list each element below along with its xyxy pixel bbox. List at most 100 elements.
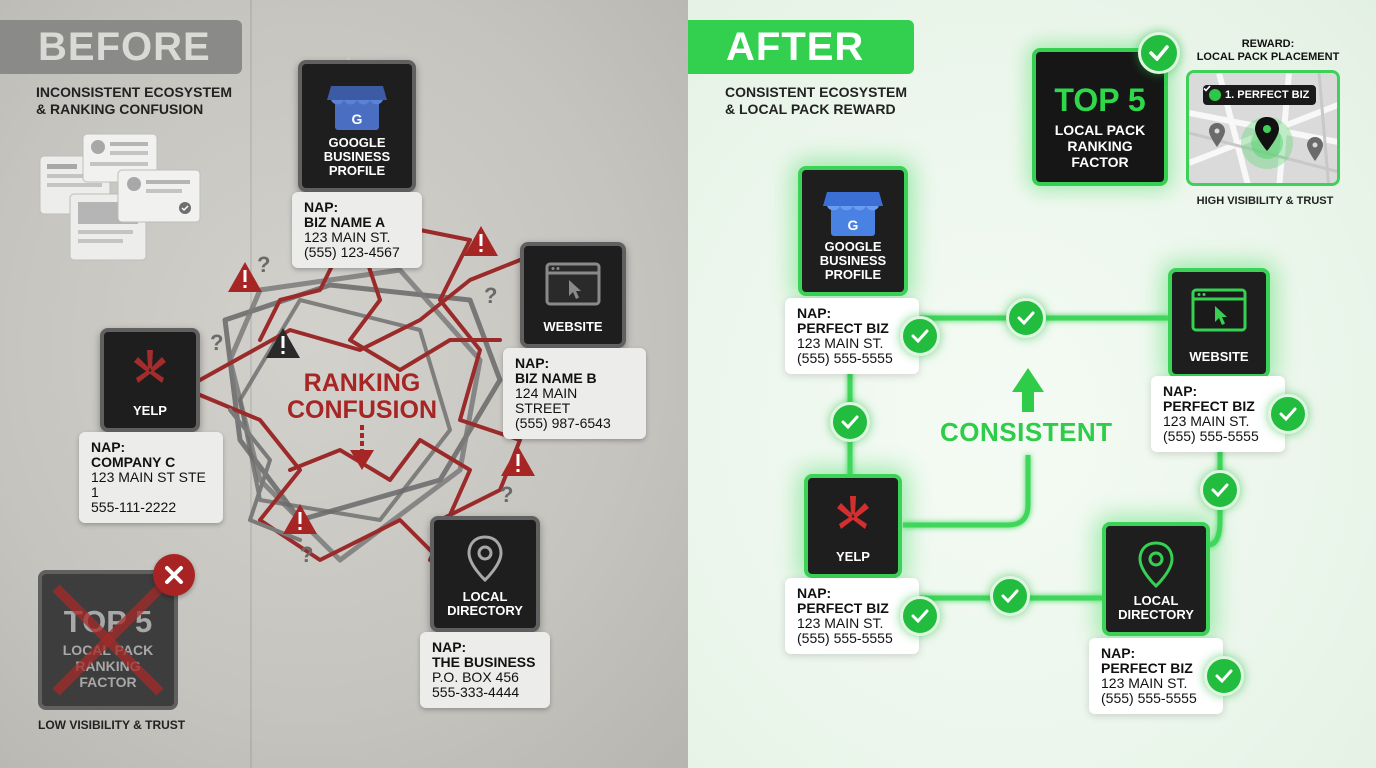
nap-card-yelp: NAP: PERFECT BIZ 123 MAIN ST. (555) 555-… bbox=[785, 578, 919, 654]
after-title: AFTER bbox=[688, 20, 914, 74]
local-pack-result: 1. PERFECT BIZ bbox=[1203, 85, 1317, 105]
nap-name: COMPANY C bbox=[91, 454, 176, 470]
location-pin-icon bbox=[1106, 540, 1206, 590]
yelp-card[interactable]: YELP bbox=[100, 328, 200, 432]
nap-heading: NAP: bbox=[1101, 645, 1136, 661]
check-icon bbox=[990, 576, 1030, 616]
warning-icon bbox=[283, 504, 317, 534]
top5-title: TOP 5 bbox=[1054, 82, 1146, 118]
location-pin-icon bbox=[434, 534, 536, 584]
low-visibility-label: LOW VISIBILITY & TRUST bbox=[38, 718, 186, 732]
consistent-connections bbox=[847, 315, 1223, 601]
nap-card-directory: NAP: PERFECT BIZ 123 MAIN ST. (555) 555-… bbox=[1089, 638, 1223, 714]
google-business-label: GOOGLE BUSINESS PROFILE bbox=[819, 239, 887, 282]
nap-address: 123 MAIN ST. bbox=[797, 615, 884, 631]
nap-phone: 555-333-4444 bbox=[432, 684, 520, 700]
check-icon bbox=[1204, 656, 1244, 696]
nap-name: PERFECT BIZ bbox=[797, 600, 889, 616]
yelp-label: YELP bbox=[133, 403, 167, 418]
before-subtitle: INCONSISTENT ECOSYSTEM & RANKING CONFUSI… bbox=[36, 84, 233, 117]
nap-phone: (555) 555-5555 bbox=[797, 350, 893, 366]
check-icon bbox=[900, 596, 940, 636]
yelp-card[interactable]: YELP bbox=[804, 474, 902, 578]
document-cards-icon bbox=[39, 133, 201, 261]
close-x-icon bbox=[153, 554, 195, 596]
nap-name: PERFECT BIZ bbox=[1163, 398, 1255, 414]
check-icon bbox=[830, 402, 870, 442]
nap-heading: NAP: bbox=[304, 199, 339, 215]
google-business-icon: G bbox=[302, 80, 412, 134]
nap-address: 123 MAIN ST. bbox=[797, 335, 884, 351]
nap-name: BIZ NAME A bbox=[304, 214, 386, 230]
nap-address: 123 MAIN ST. bbox=[1163, 413, 1250, 429]
cross-out-mark bbox=[52, 584, 164, 696]
nap-card-website: NAP: BIZ NAME B 124 MAIN STREET (555) 98… bbox=[503, 348, 646, 439]
down-arrow-icon bbox=[350, 425, 374, 470]
yelp-label: YELP bbox=[836, 549, 870, 564]
up-arrow-icon bbox=[1012, 368, 1044, 412]
local-directory-card[interactable]: LOCAL DIRECTORY bbox=[430, 516, 540, 632]
google-business-card[interactable]: G GOOGLE BUSINESS PROFILE bbox=[798, 166, 908, 296]
website-browser-icon bbox=[524, 262, 622, 308]
ranking-confusion-label: RANKING CONFUSION bbox=[287, 369, 437, 424]
svg-text:G: G bbox=[848, 217, 859, 233]
nap-name: THE BUSINESS bbox=[432, 654, 536, 670]
local-directory-label: LOCAL DIRECTORY bbox=[1118, 593, 1194, 622]
question-mark-icon: ? bbox=[257, 252, 270, 277]
top5-badge-success: TOP 5 LOCAL PACK RANKING FACTOR bbox=[1032, 48, 1168, 186]
nap-address: 123 MAIN ST. bbox=[1101, 675, 1188, 691]
warning-icon bbox=[501, 446, 535, 476]
nap-name: PERFECT BIZ bbox=[1101, 660, 1193, 676]
nap-card-website: NAP: PERFECT BIZ 123 MAIN ST. (555) 555-… bbox=[1151, 376, 1285, 452]
nap-heading: NAP: bbox=[432, 639, 467, 655]
nap-phone: (555) 555-5555 bbox=[1163, 428, 1259, 444]
website-label: WEBSITE bbox=[543, 319, 603, 334]
nap-phone: (555) 123-4567 bbox=[304, 244, 400, 260]
check-icon bbox=[1138, 32, 1180, 74]
google-business-label: GOOGLE BUSINESS PROFILE bbox=[323, 135, 391, 178]
question-mark-icon: ? bbox=[300, 542, 313, 567]
yelp-icon bbox=[808, 492, 898, 536]
warning-icon bbox=[464, 226, 498, 256]
website-card[interactable]: WEBSITE bbox=[520, 242, 626, 348]
question-mark-icon: ? bbox=[500, 482, 513, 507]
map-pin-icon bbox=[1255, 117, 1279, 151]
top5-subtitle: LOCAL PACK RANKING FACTOR bbox=[1054, 122, 1146, 170]
nap-phone: (555) 555-5555 bbox=[1101, 690, 1197, 706]
website-card[interactable]: WEBSITE bbox=[1168, 268, 1270, 378]
map-pin-icon bbox=[1209, 123, 1225, 147]
nap-card-google: NAP: BIZ NAME A 123 MAIN ST. (555) 123-4… bbox=[292, 192, 422, 268]
nap-card-google: NAP: PERFECT BIZ 123 MAIN ST. (555) 555-… bbox=[785, 298, 919, 374]
nap-heading: NAP: bbox=[515, 355, 550, 371]
consistent-label: CONSISTENT bbox=[940, 417, 1113, 447]
top5-badge-failed: TOP 5 LOCAL PACK RANKING FACTOR bbox=[38, 570, 178, 710]
nap-phone: (555) 555-5555 bbox=[797, 630, 893, 646]
check-icon bbox=[1203, 85, 1221, 101]
before-title: BEFORE bbox=[0, 20, 242, 74]
nap-heading: NAP: bbox=[91, 439, 126, 455]
nap-address: 123 MAIN ST STE 1 bbox=[91, 469, 206, 500]
local-directory-card[interactable]: LOCAL DIRECTORY bbox=[1102, 522, 1210, 636]
check-icon bbox=[1006, 298, 1046, 338]
check-icon bbox=[1268, 394, 1308, 434]
google-business-card[interactable]: G GOOGLE BUSINESS PROFILE bbox=[298, 60, 416, 192]
nap-address: 124 MAIN STREET bbox=[515, 385, 578, 416]
local-pack-result-label: 1. PERFECT BIZ bbox=[1225, 89, 1310, 101]
local-pack-map: 1. PERFECT BIZ bbox=[1186, 70, 1340, 186]
after-panel: AFTER CONSISTENT ECOSYSTEM & LOCAL PACK … bbox=[688, 0, 1376, 768]
map-pin-icon bbox=[1307, 137, 1323, 161]
warning-icon bbox=[266, 328, 300, 358]
nap-address: 123 MAIN ST. bbox=[304, 229, 391, 245]
nap-name: PERFECT BIZ bbox=[797, 320, 889, 336]
before-panel: ? ? ? ? ? BEFORE INCONSISTENT ECOSYSTEM … bbox=[0, 0, 688, 768]
question-mark-icon: ? bbox=[484, 283, 497, 308]
yelp-icon bbox=[104, 346, 196, 390]
question-mark-icon: ? bbox=[210, 330, 223, 355]
nap-phone: 555-111-2222 bbox=[91, 499, 177, 515]
nap-name: BIZ NAME B bbox=[515, 370, 597, 386]
nap-address: P.O. BOX 456 bbox=[432, 669, 519, 685]
warning-icon bbox=[228, 262, 262, 292]
website-label: WEBSITE bbox=[1189, 349, 1249, 364]
nap-card-directory: NAP: THE BUSINESS P.O. BOX 456 555-333-4… bbox=[420, 632, 550, 708]
check-icon bbox=[900, 316, 940, 356]
